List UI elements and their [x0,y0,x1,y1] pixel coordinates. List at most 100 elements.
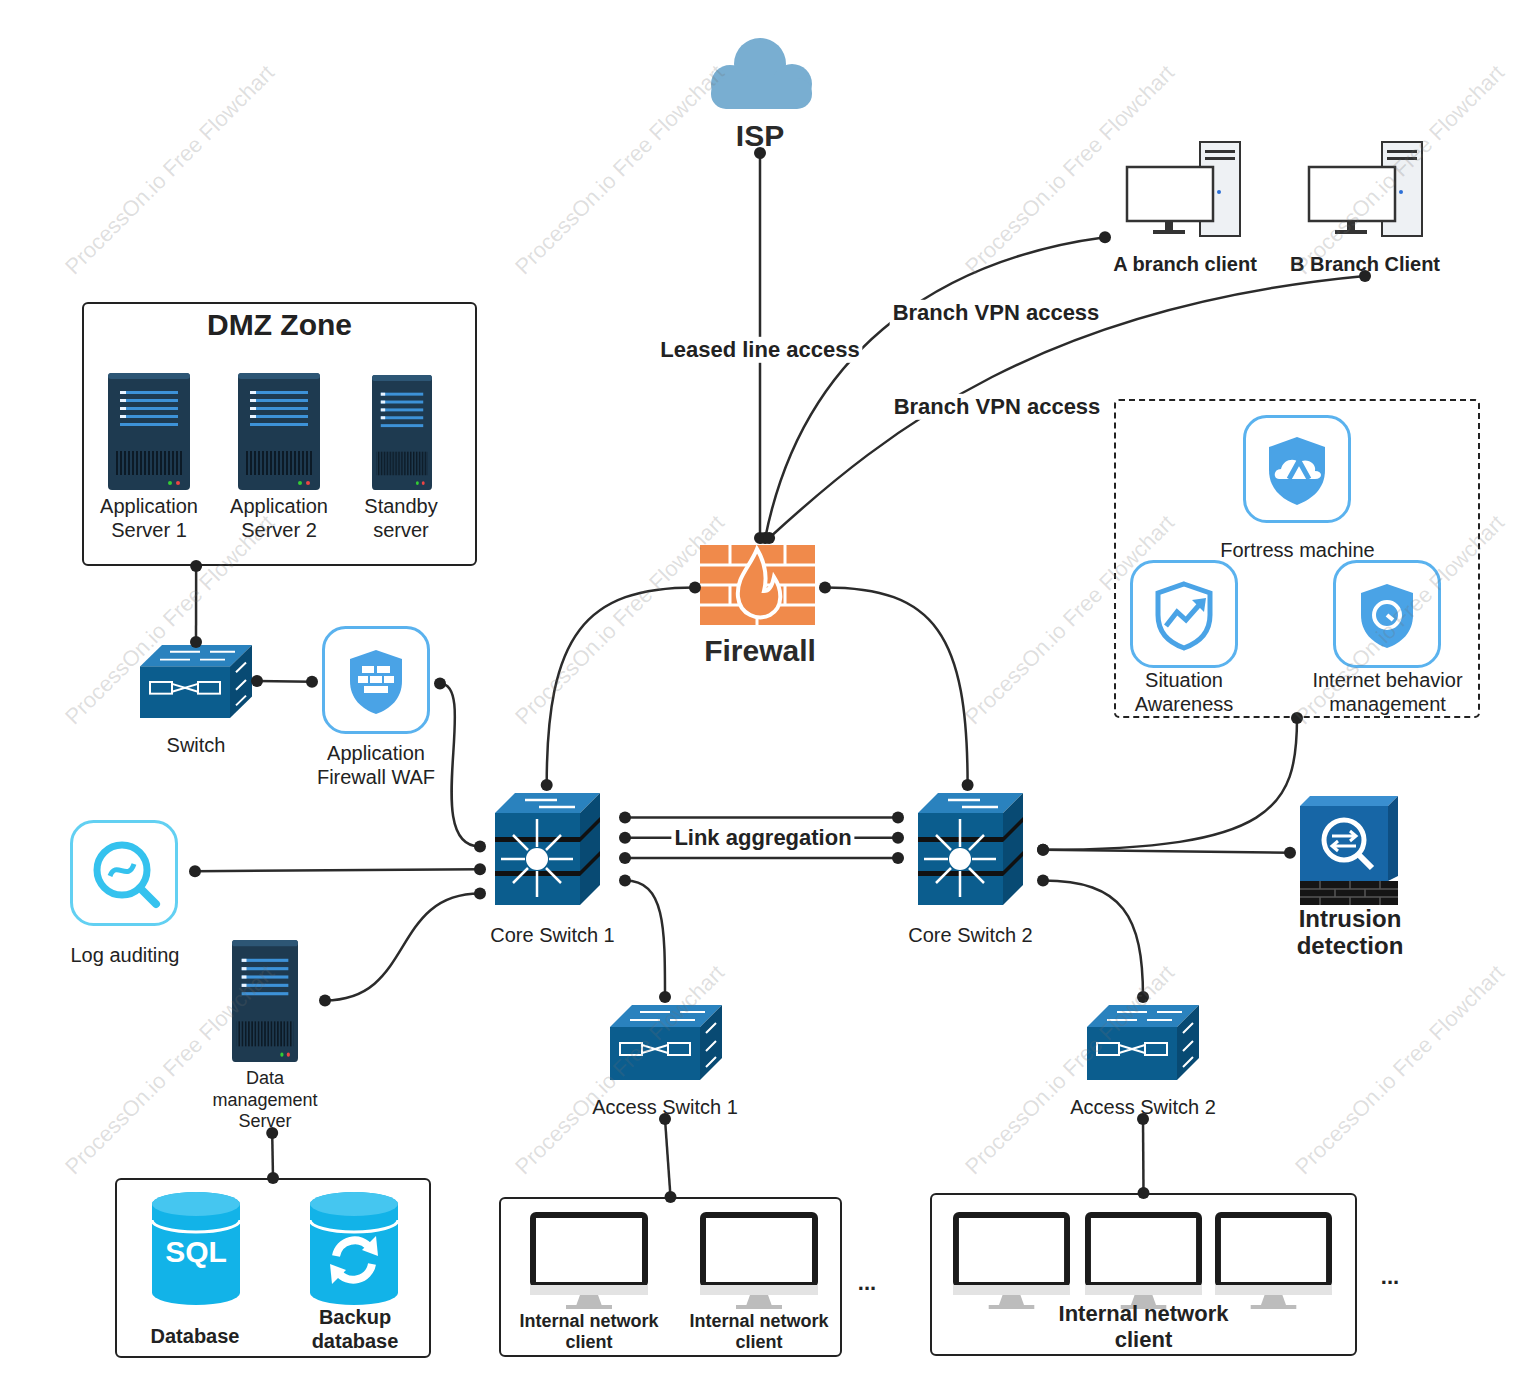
node-label: Internet behavior management [1300,668,1475,716]
connector-dot [319,994,331,1006]
device-node: B Branch Client [1280,138,1450,276]
fortress-icon [1245,417,1350,522]
situation-icon [1132,562,1237,667]
device-node: Application Server 1 [90,372,208,542]
device-node: Situation Awareness [1120,558,1248,716]
server-icon [108,373,190,490]
firewall-icon [700,545,815,625]
connector-dot [619,852,631,864]
node-label: Backup database [295,1305,415,1353]
connector [765,237,1105,538]
device-node: Log auditing [55,815,195,967]
watermark: ProcessOn.io Free Flowchart [60,960,280,1180]
node-label: ISP [700,119,820,154]
monitor-icon [530,1215,648,1309]
connector [440,683,480,846]
connector [1043,881,1143,997]
connector [547,587,695,785]
watermark: ProcessOn.io Free Flowchart [510,960,730,1180]
switch-icon [610,1005,722,1080]
switch-icon [1087,1005,1199,1080]
node-label: Data management Server [205,1068,325,1133]
connector-dot [619,832,631,844]
connector-dot [1291,712,1303,724]
connector-dot [189,865,201,877]
node-label: Firewall [695,634,825,669]
ellipsis: ... [858,1270,876,1296]
device-node: A branch client [1105,138,1265,276]
connector-dot [190,636,202,648]
connector-dot [689,581,701,593]
monitor-icon [700,1215,818,1309]
node-label: Application Server 2 [220,494,338,542]
device-node: Application Firewall WAF [312,624,440,789]
device-node: Access Switch 2 [1063,997,1223,1119]
device-node: Internet behavior management [1300,558,1475,716]
device-node: Internal network client [510,1208,668,1354]
behavior-icon [1335,562,1440,667]
connector [1043,850,1290,853]
connector-dot [306,676,318,688]
monitor-icon [1215,1215,1332,1309]
device-node: Switch [135,642,257,757]
connector-dot [434,677,446,689]
connector [325,894,480,1001]
connector-dot [892,832,904,844]
connector-dot [541,779,553,791]
connector [769,276,1365,538]
watermark: ProcessOn.io Free Flowchart [1290,510,1510,730]
connector-dot [1037,844,1049,856]
watermark: ProcessOn.io Free Flowchart [960,960,1180,1180]
connector [195,869,480,871]
connector-dot [1037,875,1049,887]
server-icon [372,375,432,490]
watermark: ProcessOn.io Free Flowchart [960,60,1180,280]
connector [257,680,312,683]
zone-heading: DMZ Zone [84,308,475,343]
connector [665,1119,671,1197]
edge-label: Link aggregation [671,825,854,851]
connector-dot [892,811,904,823]
connector [271,1133,274,1178]
log-icon [72,822,177,925]
zone-box: DatabaseBackup database [115,1178,431,1358]
connector-dot [962,779,974,791]
server-icon [232,940,298,1062]
connector-dot [190,560,202,572]
connector-dot [1099,231,1111,243]
node-label: Application Server 1 [90,494,208,542]
database-icon [152,1192,240,1305]
intrusion-icon [1300,796,1398,905]
node-label: Switch [135,733,257,757]
watermark: ProcessOn.io Free Flowchart [60,510,280,730]
device-node: Core Switch 1 [480,785,625,947]
connector-dot [763,532,775,544]
node-label: Access Switch 1 [585,1095,745,1119]
node-label: Internal network client [510,1311,668,1354]
connector-dot [1137,991,1149,1003]
node-label: Core Switch 2 [898,923,1043,947]
connector-dot [251,675,263,687]
node-label: Application Firewall WAF [312,741,440,789]
node-label: Fortress machine [1200,538,1395,562]
edge-label: Branch VPN access [890,300,1103,326]
zone-heading: Internal network client [1039,1301,1249,1352]
watermark: ProcessOn.io Free Flowchart [1290,960,1510,1180]
computer-icon [1309,142,1422,236]
device-node: Application Server 2 [220,372,338,542]
connector [195,566,198,642]
edge-label: Leased line access [657,337,862,363]
connector [1043,718,1297,850]
device-node: Internal network client [680,1208,838,1354]
core-switch-icon [495,793,600,905]
zone-box: Internal network clientInternal network … [499,1197,842,1357]
switch-icon [140,645,252,718]
connector [1142,1119,1145,1193]
computer-icon [1127,142,1240,236]
device-node: Core Switch 2 [898,785,1043,947]
node-label: A branch client [1105,252,1265,276]
connector-dot [619,875,631,887]
